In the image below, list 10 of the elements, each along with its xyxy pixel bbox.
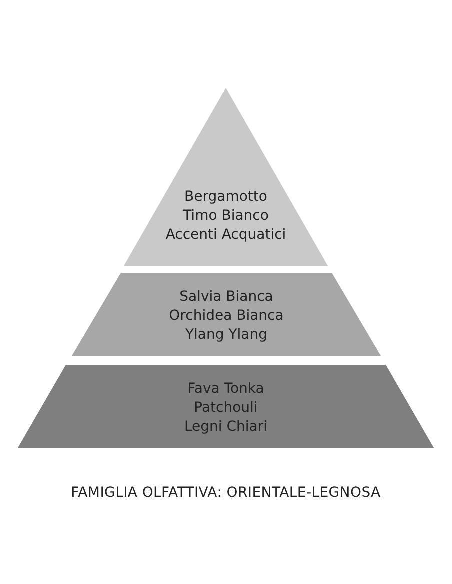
fragrance-note: Fava Tonka [188, 380, 264, 399]
fragrance-note: Patchouli [194, 399, 258, 418]
fragrance-note: Legni Chiari [184, 418, 268, 437]
fragrance-note: Ylang Ylang [185, 326, 268, 345]
caption: FAMIGLIA OLFATTIVA: ORIENTALE-LEGNOSA [71, 485, 381, 501]
fragrance-note: Bergamotto [184, 188, 268, 207]
fragrance-note: Timo Bianco [183, 207, 269, 226]
fragrance-note: Salvia Bianca [180, 288, 274, 307]
fragrance-note: Orchidea Bianca [169, 307, 284, 326]
fragrance-note: Accenti Acquatici [166, 226, 286, 245]
